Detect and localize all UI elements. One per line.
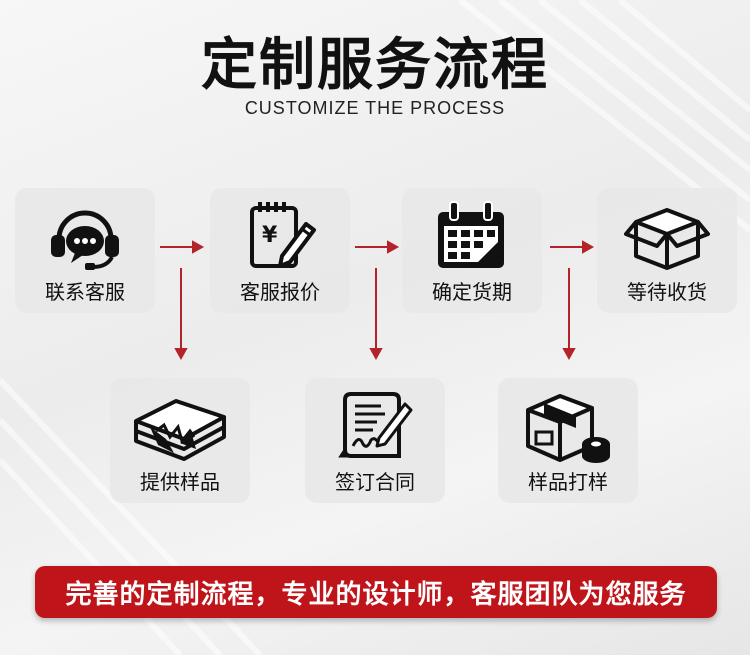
package-tape-icon [498,390,638,463]
headset-chat-icon [15,200,155,272]
step-card-sample: 提供样品 [110,378,250,503]
service-banner: 完善的定制流程，专业的设计师，客服团队为您服务 [35,566,717,618]
price-quote-pen-icon: ¥ [210,200,350,272]
step-card-contact: 联系客服 [15,188,155,313]
fabric-sample-icon [110,390,250,462]
banner-text: 完善的定制流程，专业的设计师，客服团队为您服务 [65,579,687,610]
step-label-contact: 联系客服 [45,280,125,304]
contract-sign-icon [305,390,445,462]
step-card-proofing: 样品打样 [498,378,638,503]
step-card-contract: 签订合同 [305,378,445,503]
step-card-quote: ¥ 客服报价 [210,188,350,313]
step-card-receive: 等待收货 [597,188,737,313]
page-subtitle: CUSTOMIZE THE PROCESS [244,98,506,118]
step-label-receive: 等待收货 [627,280,707,304]
step-label-delivery-date: 确定货期 [432,280,512,304]
step-label-sample: 提供样品 [140,470,220,494]
svg-text:¥: ¥ [262,223,278,248]
step-label-contract: 签订合同 [335,470,415,494]
step-card-delivery-date: 确定货期 [402,188,542,313]
box-icon [597,200,737,272]
step-label-quote: 客服报价 [240,280,320,304]
step-label-proofing: 样品打样 [528,470,608,494]
calendar-icon [402,200,542,272]
page-title: 定制服务流程 [201,33,549,98]
